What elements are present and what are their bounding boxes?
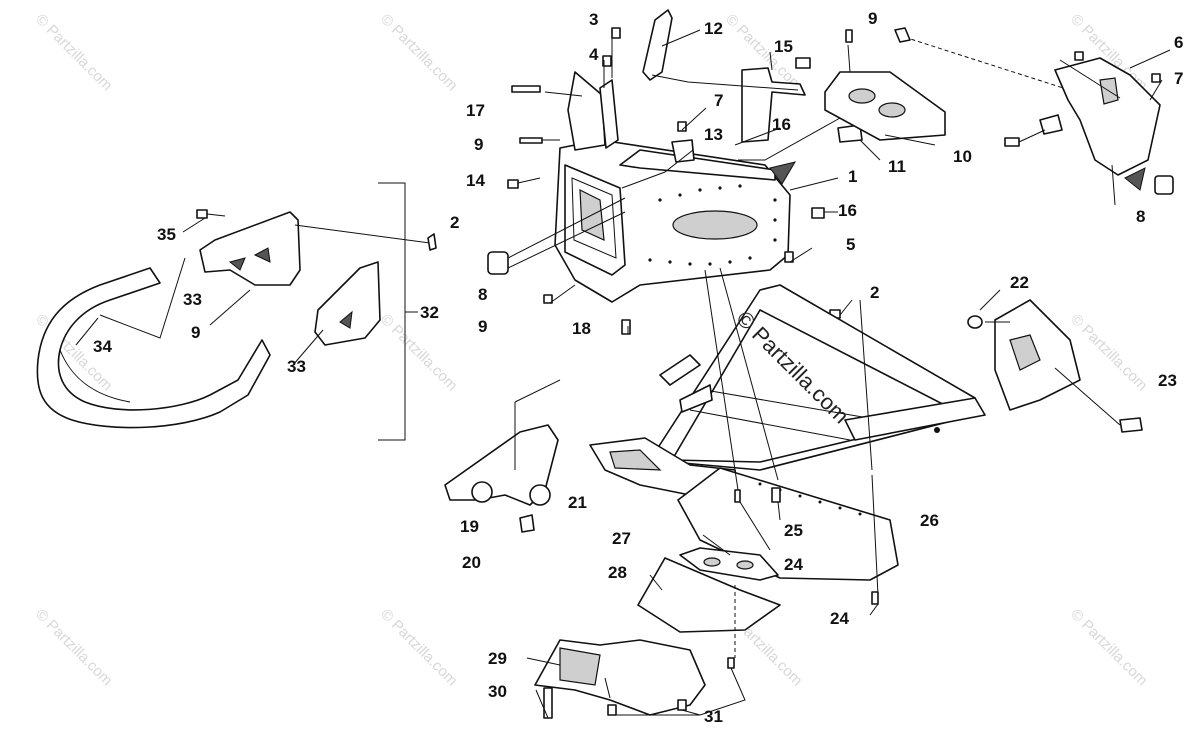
callout-25: 25 [784, 521, 803, 540]
skid-plate-28 [637, 557, 781, 633]
callout-7: 7 [1174, 69, 1183, 88]
screw-24b [871, 591, 879, 605]
screw-9b [543, 294, 553, 304]
callout-1: 1 [848, 167, 857, 186]
callout-22: 22 [1010, 273, 1029, 292]
watermark-text: © Partzilla.com [377, 606, 460, 689]
rivet-dots [648, 184, 777, 266]
callout-24: 24 [784, 555, 803, 574]
callout-33: 33 [183, 290, 202, 309]
callout-24: 24 [830, 609, 849, 628]
bolt-30 [543, 687, 553, 719]
callout-8: 8 [1136, 207, 1145, 226]
rubber-bushing-8 [487, 251, 509, 275]
callout-32: 32 [420, 303, 439, 322]
screw-9 [519, 137, 543, 144]
callout-27: 27 [612, 529, 631, 548]
callout-21: 21 [568, 493, 587, 512]
bumper-assembly [36, 182, 437, 441]
callout-29: 29 [488, 649, 507, 668]
screw-5 [784, 251, 794, 263]
side-bracket-6 [1054, 57, 1161, 176]
callout-33: 33 [287, 357, 306, 376]
callout-9: 9 [868, 9, 877, 28]
callout-19: 19 [460, 517, 479, 536]
rubber-bushing-8b [1154, 175, 1174, 195]
callout-16: 16 [772, 115, 791, 134]
callout-8: 8 [478, 285, 487, 304]
callout-10: 10 [953, 147, 972, 166]
callout-23: 23 [1158, 371, 1177, 390]
bracket-13 [671, 139, 695, 163]
watermark-text: © Partzilla.com [32, 606, 115, 689]
skid-plate-27 [679, 547, 779, 581]
callout-18: 18 [572, 319, 591, 338]
front-frame-upper [487, 9, 946, 335]
callout-2: 2 [870, 283, 879, 302]
bolt-35 [196, 209, 208, 219]
clip-2-left [427, 233, 437, 251]
lower-skid-assembly [526, 534, 781, 719]
screw-31c [727, 657, 735, 669]
callout-13: 13 [704, 125, 723, 144]
frame-side-plate [567, 71, 606, 151]
nut-7b [1074, 51, 1084, 61]
frame-crossbar [659, 354, 701, 386]
callout-12: 12 [704, 19, 723, 38]
side-mount-assembly [894, 27, 1174, 206]
callout-9: 9 [478, 317, 487, 336]
watermark-text: © Partzilla.com [377, 11, 460, 94]
spacer-4 [602, 55, 612, 67]
callout-11: 11 [888, 157, 906, 176]
nut-3 [611, 27, 621, 39]
bolt-23 [1119, 417, 1143, 433]
callout-2: 2 [450, 213, 459, 232]
watermark-text: © Partzilla.com [32, 11, 115, 94]
bracket-12 [642, 9, 673, 81]
screw-31a [607, 704, 617, 716]
callout-14: 14 [466, 171, 485, 190]
callout-17: 17 [466, 101, 485, 120]
callout-34: 34 [93, 337, 112, 356]
watermark-text: © Partzilla.com [1067, 606, 1150, 689]
group-bracket [378, 182, 406, 441]
callout-28: 28 [608, 563, 627, 582]
bolt-side [1004, 137, 1020, 147]
callout-3: 3 [589, 10, 598, 29]
watermark-text: © Partzilla.com [377, 311, 460, 394]
screw-31b [677, 699, 687, 711]
callout-6: 6 [1174, 33, 1183, 52]
callout-16: 16 [838, 201, 857, 220]
bolt-17 [511, 85, 541, 93]
callout-15: 15 [774, 37, 793, 56]
callout-9: 9 [474, 135, 483, 154]
wiring-harness-15 [741, 67, 806, 143]
watermark-text: © Partzilla.com [1067, 311, 1150, 394]
callout-5: 5 [846, 235, 855, 254]
direction-arrow [769, 161, 797, 185]
callout-7: 7 [714, 91, 723, 110]
callout-26: 26 [920, 511, 939, 530]
nut-16 [811, 207, 825, 219]
callout-35: 35 [157, 225, 176, 244]
callout-4: 4 [589, 45, 599, 64]
screw-24 [734, 489, 741, 503]
frame-oval-recess [672, 210, 758, 240]
tie-rod [894, 27, 911, 43]
nut-20 [519, 514, 535, 533]
bumper-bracket-upper [199, 211, 301, 286]
callout-labels: 1 2 2 3 4 5 6 7 7 8 8 9 9 9 9 10 11 12 1… [93, 9, 1183, 726]
main-chassis-frame [444, 267, 1143, 616]
callout-9: 9 [191, 323, 200, 342]
callout-30: 30 [488, 682, 507, 701]
screw-14 [507, 179, 519, 189]
nut-22 [967, 315, 983, 329]
screw-18 [621, 319, 631, 335]
callout-31: 31 [704, 707, 723, 726]
screw-25 [771, 487, 781, 503]
screw-9c [845, 29, 853, 43]
callout-20: 20 [462, 553, 481, 572]
bumper-bracket-lower [314, 261, 381, 346]
